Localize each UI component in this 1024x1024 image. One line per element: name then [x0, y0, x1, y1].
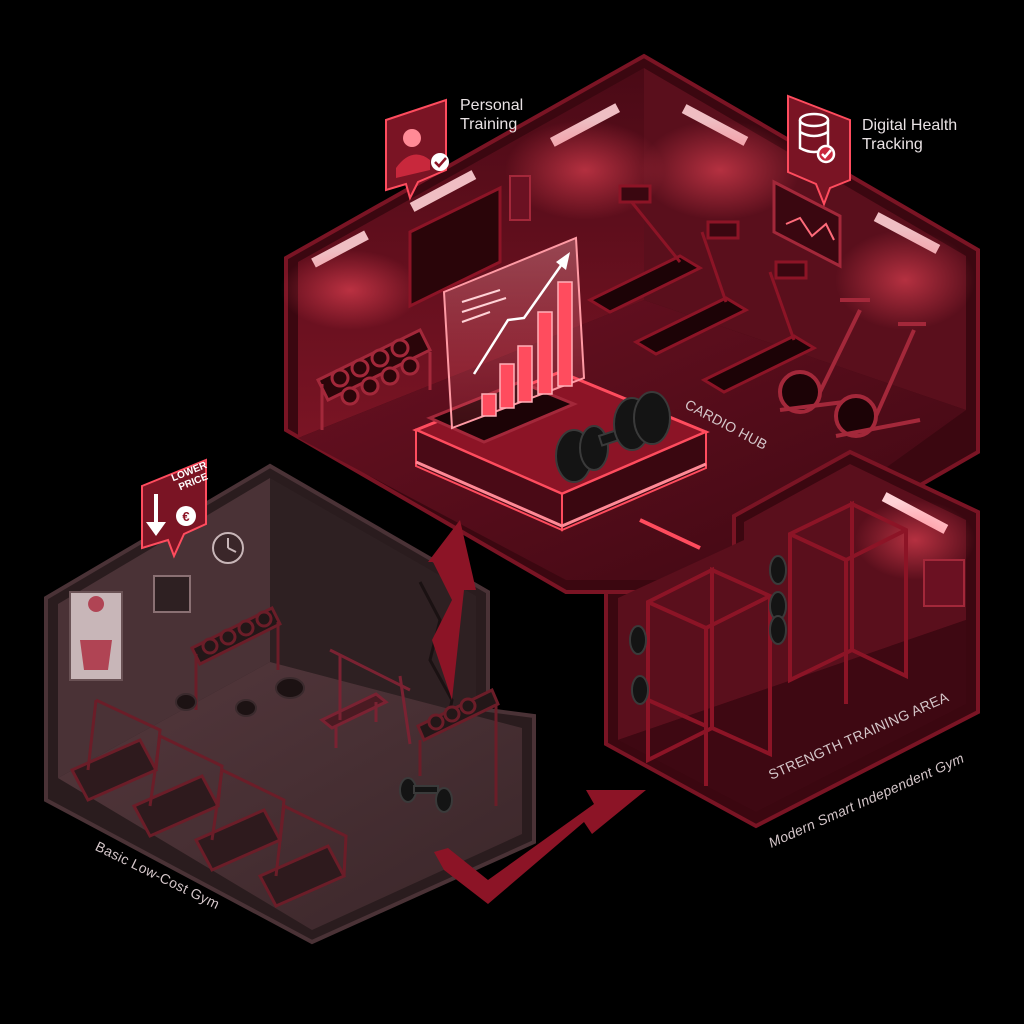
database-check-icon [798, 112, 836, 164]
holo-text-line [461, 297, 507, 313]
wall-panel [923, 559, 965, 607]
upgrade-arrow-right [434, 790, 646, 904]
power-rack [646, 566, 772, 786]
modern-gym-room [280, 53, 980, 594]
digital-health-icon-badge [787, 94, 851, 207]
holographic-chart [442, 236, 586, 430]
holo-bar [537, 311, 553, 395]
trainer-check-icon [396, 129, 449, 178]
light-glow [835, 230, 975, 330]
holo-trend-line [472, 263, 564, 375]
weight-bench [319, 648, 412, 748]
holo-trend-arrowhead [556, 252, 570, 270]
holo-text-line [461, 311, 491, 323]
wall-screen [408, 185, 502, 309]
treadmill [632, 220, 750, 356]
dumbbell-rack [315, 327, 433, 430]
lower-price-icon-badge: € [141, 458, 207, 559]
price-sign [153, 575, 191, 613]
holo-bar [481, 393, 497, 417]
elliptical-row [778, 298, 926, 438]
power-rack [788, 500, 908, 704]
holo-bar [557, 281, 573, 387]
digital-health-label: Digital Health Tracking [862, 117, 958, 153]
down-arrow-euro-icon: € [146, 494, 196, 536]
basic-floor [58, 662, 522, 930]
holo-text-line [461, 289, 501, 303]
light-glow [280, 250, 420, 330]
clock-icon [212, 532, 244, 564]
elliptical-machine [834, 322, 926, 438]
old-dumbbell-rack [189, 605, 283, 710]
strength-room [604, 449, 980, 829]
holo-bars [481, 281, 573, 417]
holo-bar [517, 345, 533, 403]
svg-text:€: € [182, 509, 189, 524]
basic-gym-room [44, 463, 536, 945]
monitor-line [785, 216, 835, 241]
light-glow [640, 120, 800, 220]
old-treadmill [257, 804, 348, 908]
small-dumbbell-rack [416, 687, 500, 806]
treadmill-row [586, 184, 818, 394]
basic-back-right-wall [270, 478, 476, 716]
elliptical-machine [778, 298, 870, 414]
poster-figure [80, 596, 112, 670]
wall-poster [509, 175, 531, 221]
glow-connector [639, 518, 701, 550]
wall-analytics-monitor [772, 179, 842, 269]
holo-bar [499, 363, 515, 409]
dumbbell [555, 391, 671, 483]
floor-plates [175, 677, 305, 717]
personal-training-icon-badge [385, 98, 449, 201]
weight-plates [629, 555, 787, 705]
upgrade-arrow-up [428, 520, 476, 700]
light-bar [409, 170, 477, 212]
treadmill [586, 184, 704, 314]
treadmill [700, 260, 818, 394]
old-treadmill-row [69, 698, 348, 908]
personal-training-label: Personal Training [460, 97, 524, 133]
floor-dumbbell [399, 777, 453, 813]
